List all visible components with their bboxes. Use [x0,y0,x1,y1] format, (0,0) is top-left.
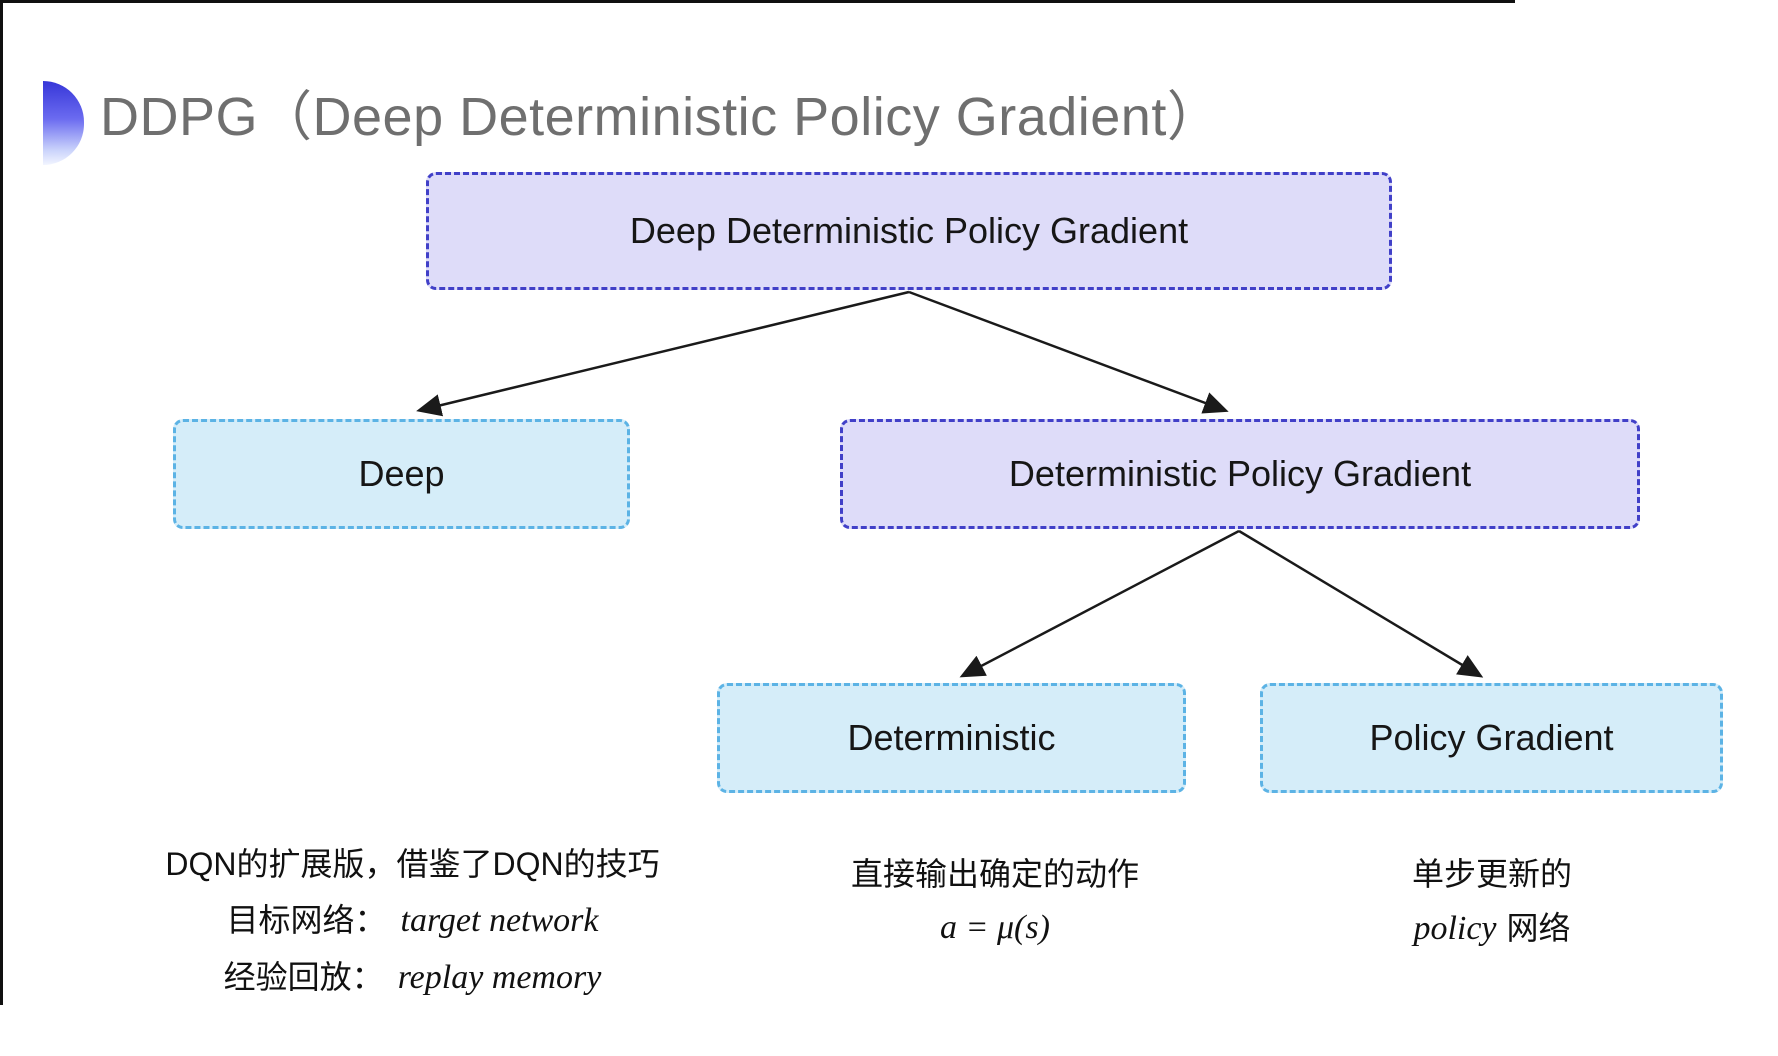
arrow-root-to-dpg [908,290,1229,414]
note-label: 经验回放： [223,959,384,995]
node-deterministic-policy-gradient: Deterministic Policy Gradient [840,419,1640,529]
node-deterministic: Deterministic [717,683,1186,793]
node-deep: Deep [173,419,630,529]
note-deterministic-action: 直接输出确定的动作 a = μ(s) [795,846,1195,954]
node-label: Deep [358,453,445,494]
note-line: 经验回放： replay memory [224,949,602,1006]
note-label: 网络 [1506,910,1571,946]
arrow-dpg-to-policy-gradient [1238,529,1484,678]
note-line: 目标网络： target network [226,892,598,949]
arrow-dpg-to-deterministic [959,529,1240,678]
note-line: 直接输出确定的动作 [850,856,1139,892]
page-title: DDPG（Deep Deterministic Policy Gradient） [100,87,1222,147]
node-deep-deterministic-policy-gradient: Deep Deterministic Policy Gradient [426,172,1392,290]
note-term-italic: target network [400,902,599,939]
node-policy-gradient: Policy Gradient [1260,683,1723,793]
node-label: Deterministic Policy Gradient [1008,453,1472,494]
arrow-root-to-deep [416,290,910,417]
note-deep-dqn-extension: DQN的扩展版，借鉴了DQN的技巧 目标网络： target network 经验… [120,836,705,1006]
note-term-italic: replay memory [397,959,602,996]
node-label: Policy Gradient [1369,717,1614,758]
window-left-edge [0,0,3,1005]
note-line: DQN的扩展版，借鉴了DQN的技巧 [165,846,660,882]
title-bullet-icon [43,81,84,165]
note-label: 目标网络： [226,902,387,938]
window-top-edge [0,0,1515,3]
note-line: 单步更新的 [1411,856,1572,892]
node-label: Deterministic [847,717,1056,758]
formula-a-equals-mu-s: a = μ(s) [940,909,1050,946]
node-label: Deep Deterministic Policy Gradient [629,210,1189,251]
note-term-italic: policy [1413,910,1497,947]
